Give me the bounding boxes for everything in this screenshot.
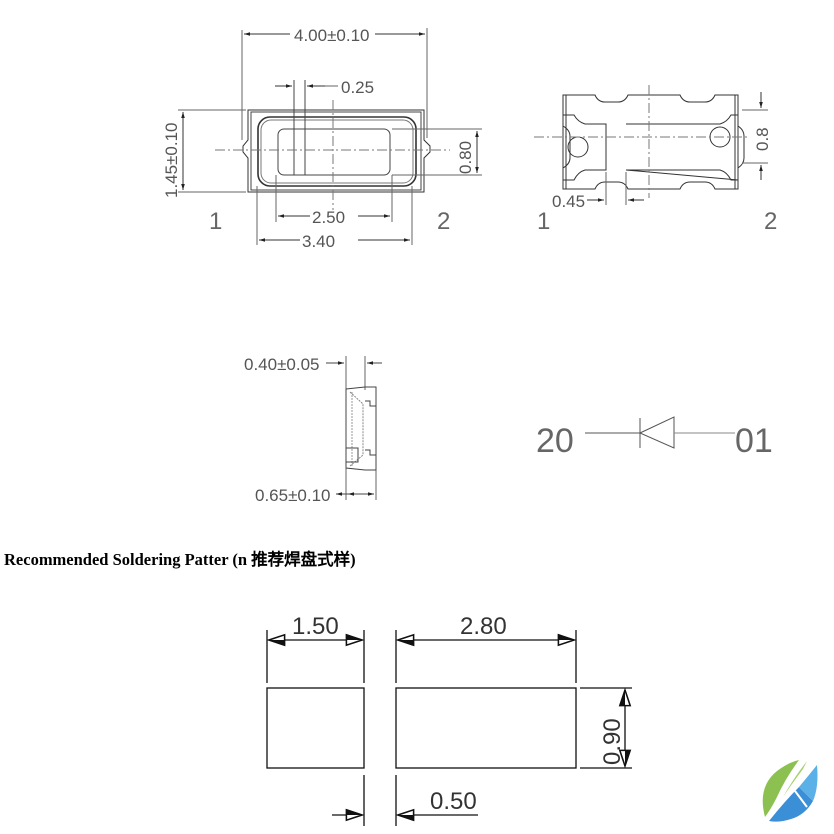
bottom-pin-2-label: 2	[764, 208, 777, 235]
bottom-view	[534, 85, 768, 205]
top-view	[178, 28, 482, 245]
dim-side-bottom: 0.65±0.10	[255, 486, 331, 505]
soldering-pattern	[266, 630, 632, 826]
dim-pad-height: 0.90	[599, 718, 626, 765]
schematic-right-label: 01	[735, 422, 773, 460]
dim-pad-left-width: 1.50	[292, 613, 339, 640]
dim-height: 1.45±0.10	[162, 122, 181, 198]
dim-gap: 0.45	[552, 192, 585, 211]
dim-pad-gap: 0.50	[430, 788, 477, 815]
dim-slot: 0.25	[341, 78, 374, 97]
dim-window-height: 0.80	[456, 141, 475, 174]
pin-2-label: 2	[437, 208, 450, 235]
pin-1-label: 1	[209, 208, 222, 235]
diode-schematic	[585, 416, 735, 449]
dim-outer-width: 3.40	[302, 232, 335, 251]
side-view	[326, 356, 382, 500]
dim-pad-height: 0.8	[753, 127, 772, 151]
company-logo-icon	[762, 760, 818, 822]
schematic-left-label: 20	[536, 422, 574, 460]
dim-width: 4.00±0.10	[294, 26, 370, 45]
bottom-pin-1-label: 1	[537, 208, 550, 235]
dim-side-top: 0.40±0.05	[244, 355, 320, 374]
soldering-section-title: Recommended Soldering Patter (n 推荐焊盘式样)	[4, 550, 356, 569]
dim-inner-width: 2.50	[312, 208, 345, 227]
dim-pad-right-width: 2.80	[460, 613, 507, 640]
